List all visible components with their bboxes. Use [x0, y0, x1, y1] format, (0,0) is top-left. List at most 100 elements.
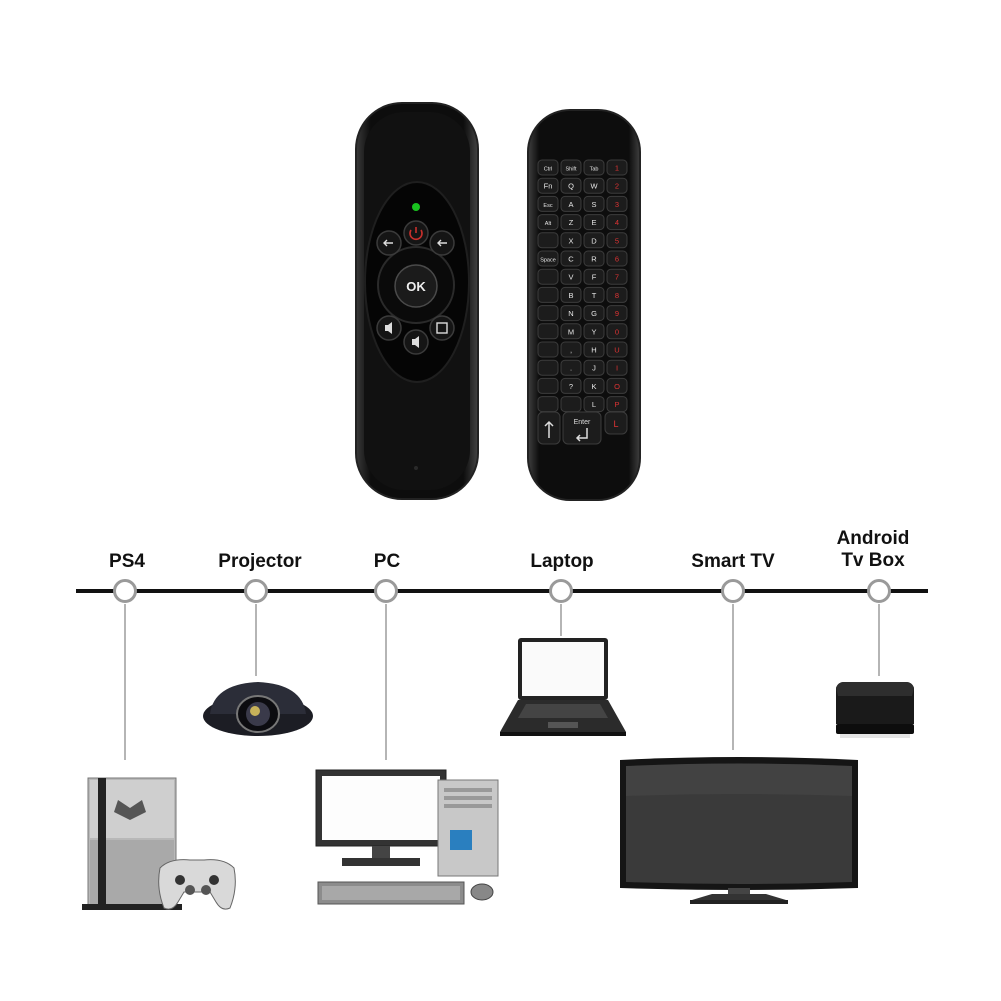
- keyboard-key[interactable]: [560, 305, 582, 322]
- keyboard-key[interactable]: [537, 396, 559, 413]
- keyboard-key[interactable]: [583, 232, 605, 249]
- keyboard-key[interactable]: [583, 250, 605, 267]
- keyboard-key-label: 0: [615, 327, 619, 336]
- ok-label: OK: [406, 279, 426, 294]
- keyboard-key[interactable]: [537, 341, 559, 358]
- keyboard-key[interactable]: [583, 286, 605, 303]
- keyboard-key[interactable]: [560, 268, 582, 285]
- keyboard-key[interactable]: [537, 177, 559, 194]
- connector-pc: [385, 604, 387, 760]
- keyboard-key[interactable]: [606, 232, 628, 249]
- keyboard-key-label: T: [592, 291, 597, 300]
- keyboard-key-label: W: [590, 182, 598, 191]
- keyboard-key[interactable]: [560, 159, 582, 176]
- keyboard-key[interactable]: [606, 286, 628, 303]
- smart-tv-image: [620, 757, 858, 904]
- keyboard-key[interactable]: [606, 250, 628, 267]
- keyboard-key[interactable]: [606, 195, 628, 212]
- node-smart-tv: [721, 579, 745, 603]
- keyboard-key-label: 3: [615, 200, 619, 209]
- shift-arrow-key[interactable]: [537, 411, 561, 445]
- keyboard-key[interactable]: [537, 159, 559, 176]
- keyboard-key-label: Tab: [590, 167, 599, 173]
- keyboard-key-label: 4: [615, 218, 619, 227]
- keyboard-key[interactable]: [583, 377, 605, 394]
- keyboard-key[interactable]: [537, 286, 559, 303]
- keyboard-key-label: C: [568, 255, 574, 264]
- keyboard-key[interactable]: [583, 268, 605, 285]
- keyboard-key-label: H: [591, 346, 596, 355]
- keyboard-key[interactable]: [560, 323, 582, 340]
- keyboard-key[interactable]: [537, 250, 559, 267]
- keyboard-key-label: B: [568, 291, 573, 300]
- keyboard-key[interactable]: [560, 232, 582, 249]
- keyboard-key[interactable]: [606, 159, 628, 176]
- keyboard-key[interactable]: [606, 341, 628, 358]
- keyboard-key-label: Y: [591, 327, 596, 336]
- keyboard-key-label: 9: [615, 309, 619, 318]
- menu-button[interactable]: [429, 315, 455, 341]
- keyboard-key[interactable]: [537, 268, 559, 285]
- connector-smart-tv: [732, 604, 734, 750]
- keyboard-key[interactable]: [560, 177, 582, 194]
- laptop-image: [500, 638, 626, 736]
- keyboard-key[interactable]: [583, 177, 605, 194]
- keyboard-key[interactable]: [560, 195, 582, 212]
- keyboard-key-label: X: [568, 236, 573, 245]
- keyboard-key-label: O: [614, 382, 620, 391]
- keyboard-key[interactable]: [583, 359, 605, 376]
- keyboard-key-label: E: [591, 218, 596, 227]
- keyboard-key[interactable]: [560, 396, 582, 413]
- keyboard-key[interactable]: [560, 341, 582, 358]
- keyboard-key-label: 6: [615, 255, 619, 264]
- keyboard-key[interactable]: [537, 359, 559, 376]
- keyboard-key[interactable]: [560, 359, 582, 376]
- keyboard-key[interactable]: [537, 232, 559, 249]
- ok-button[interactable]: [394, 264, 438, 308]
- keyboard-key-label: N: [568, 309, 573, 318]
- keyboard-key[interactable]: [537, 305, 559, 322]
- keyboard-key-label: .: [570, 364, 572, 373]
- keyboard-key[interactable]: [606, 177, 628, 194]
- keyboard-key[interactable]: [560, 214, 582, 231]
- keyboard-key-label: 1: [615, 164, 619, 173]
- keyboard-key[interactable]: [583, 323, 605, 340]
- keyboard-key[interactable]: [583, 214, 605, 231]
- node-laptop: [549, 579, 573, 603]
- keyboard-key-label: J: [592, 364, 596, 373]
- keyboard-key[interactable]: [537, 195, 559, 212]
- keyboard-key-label: Q: [568, 182, 574, 191]
- keyboard-key[interactable]: [606, 268, 628, 285]
- keyboard-key-label: ?: [569, 382, 573, 391]
- keyboard-key[interactable]: [583, 341, 605, 358]
- keyboard-key[interactable]: [560, 250, 582, 267]
- enter-key[interactable]: Enter: [562, 411, 602, 445]
- keyboard-key[interactable]: [583, 159, 605, 176]
- ps4-console-image: [82, 777, 236, 910]
- keyboard-key-label: Ctrl: [544, 167, 553, 173]
- keyboard-key[interactable]: [606, 377, 628, 394]
- node-ps4: [113, 579, 137, 603]
- keyboard-key[interactable]: [537, 323, 559, 340]
- keyboard-key[interactable]: [583, 195, 605, 212]
- keyboard-key[interactable]: [606, 214, 628, 231]
- keyboard-key[interactable]: [606, 323, 628, 340]
- connector-ps4: [124, 604, 126, 760]
- keyboard-key[interactable]: [537, 214, 559, 231]
- keyboard-key-label: Z: [569, 218, 574, 227]
- node-pc: [374, 579, 398, 603]
- label-smart-tv: Smart TV: [691, 551, 775, 572]
- keyboard-key[interactable]: [560, 377, 582, 394]
- android-tv-box-image: [836, 682, 914, 738]
- keyboard-key-label: F: [592, 273, 597, 282]
- keyboard-key[interactable]: [537, 377, 559, 394]
- keyboard-key[interactable]: [583, 305, 605, 322]
- red-key[interactable]: L: [604, 411, 628, 435]
- connection-line: [76, 589, 928, 593]
- keyboard-key-label: U: [614, 346, 619, 355]
- keyboard-key[interactable]: [560, 286, 582, 303]
- keyboard-key-label: Shift: [565, 167, 576, 173]
- projector-image: [203, 682, 313, 736]
- keyboard-key[interactable]: [606, 359, 628, 376]
- keyboard-key[interactable]: [606, 305, 628, 322]
